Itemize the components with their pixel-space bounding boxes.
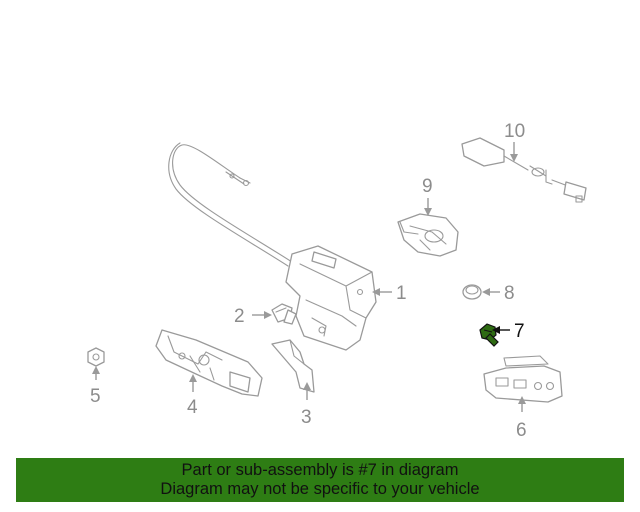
part-10-sensor bbox=[461, 137, 587, 203]
callout-8: 8 bbox=[482, 283, 515, 304]
callout-4-number: 4 bbox=[187, 397, 198, 418]
callout-7-number: 7 bbox=[514, 321, 525, 342]
callout-2: 2 bbox=[234, 306, 272, 327]
part-3-bracket bbox=[271, 339, 315, 393]
callout-9-number: 9 bbox=[422, 176, 433, 197]
callout-10: 10 bbox=[504, 121, 525, 162]
part-4-handle-assembly bbox=[155, 329, 263, 397]
callout-5-number: 5 bbox=[90, 386, 101, 407]
part-1-latch-assembly bbox=[168, 142, 377, 351]
callout-2-number: 2 bbox=[234, 306, 245, 327]
part-9-switch bbox=[397, 213, 459, 257]
callout-6-number: 6 bbox=[516, 420, 527, 441]
part-6-handle-housing bbox=[483, 355, 563, 403]
callout-5: 5 bbox=[90, 366, 101, 407]
part-2-bolt bbox=[271, 303, 297, 325]
banner-line-1: Part or sub-assembly is #7 in diagram bbox=[181, 461, 459, 479]
callout-10-number: 10 bbox=[504, 121, 525, 142]
callout-1: 1 bbox=[372, 283, 407, 304]
part-7-screw bbox=[479, 323, 499, 347]
callout-8-number: 8 bbox=[504, 283, 515, 304]
callout-1-number: 1 bbox=[396, 283, 407, 304]
banner-line-2: Diagram may not be specific to your vehi… bbox=[160, 480, 480, 498]
callout-7: 7 bbox=[492, 321, 525, 342]
callout-4: 4 bbox=[187, 374, 198, 418]
part-8-grommet bbox=[462, 284, 482, 300]
callout-3-number: 3 bbox=[301, 407, 312, 428]
callout-9: 9 bbox=[422, 176, 433, 216]
part-5-nut bbox=[87, 347, 105, 367]
part-info-banner: Part or sub-assembly is #7 in diagram Di… bbox=[16, 458, 624, 502]
callout-6: 6 bbox=[516, 396, 527, 441]
callout-3: 3 bbox=[301, 382, 312, 428]
